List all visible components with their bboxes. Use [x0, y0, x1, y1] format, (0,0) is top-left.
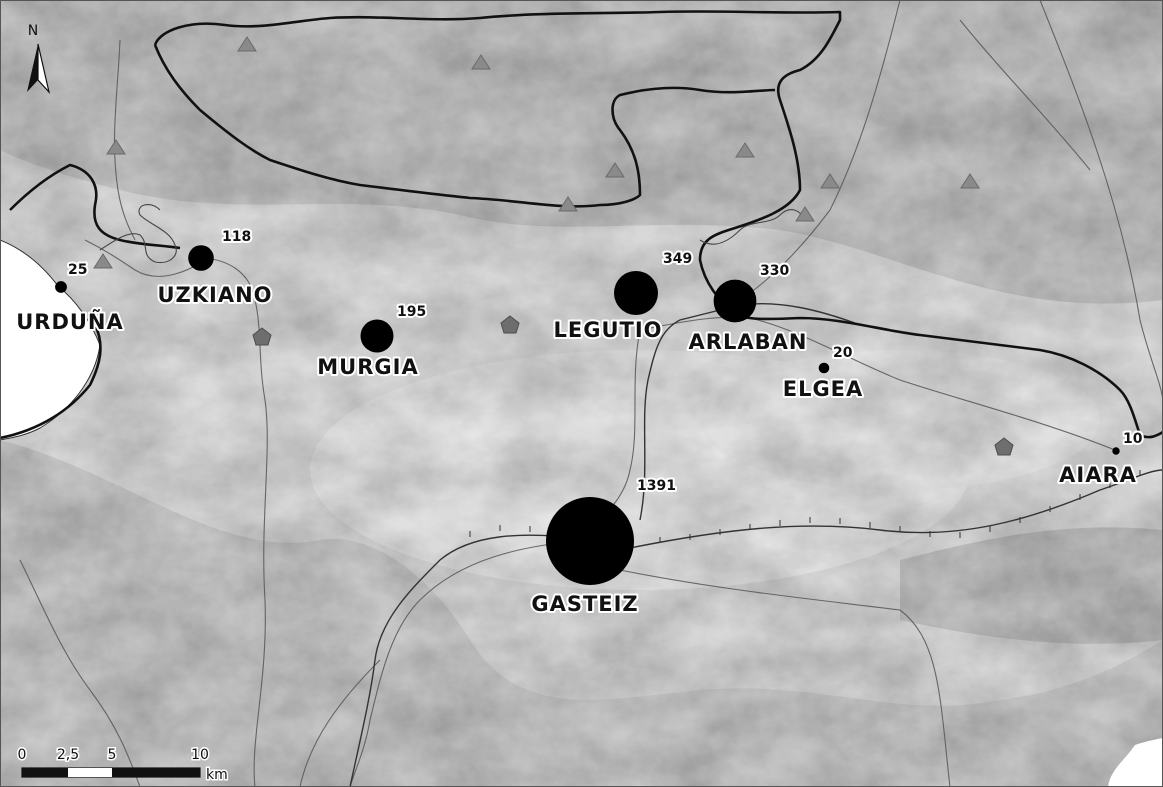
city-label-aiara: AIARA — [1059, 463, 1137, 487]
location-markers: 25URDUÑA118UZKIANO195MURGIA349LEGUTIO330… — [14, 227, 1145, 618]
pentagon-sites — [252, 315, 1014, 456]
city-label-gasteiz: GASTEIZ — [531, 592, 638, 616]
marker-gasteiz — [546, 497, 634, 585]
triangle-site-icon — [558, 196, 578, 212]
north-arrow-icon — [27, 43, 51, 95]
count-label-elgea: 20 — [833, 345, 853, 361]
city-label-legutio: LEGUTIO — [553, 318, 662, 342]
pentagon-site-icon — [252, 327, 272, 346]
triangle-site-icon — [93, 253, 113, 269]
triangle-site-icon — [237, 36, 257, 52]
triangle-site-icon — [960, 173, 980, 189]
count-label-murgia: 195 — [397, 304, 426, 320]
city-label-murgia: MURGIA — [317, 355, 418, 379]
local-boundaries — [99, 204, 806, 264]
triangle-site-icon — [735, 142, 755, 158]
triangle-site-icon — [605, 162, 625, 178]
scale-tick-2-5: 2,5 — [57, 747, 79, 763]
pentagon-site-icon — [994, 437, 1014, 456]
scale-tick-0: 0 — [18, 747, 27, 763]
count-label-arlaban: 330 — [760, 263, 789, 279]
water-area-bottom-right — [1108, 738, 1163, 787]
triangle-site-icon — [795, 206, 815, 222]
count-label-urduna: 25 — [68, 262, 87, 278]
north-label: N — [28, 23, 38, 39]
marker-uzkiano — [188, 245, 214, 271]
marker-urduna — [55, 281, 67, 293]
marker-legutio — [614, 271, 658, 315]
north-arrow: N — [27, 23, 51, 95]
triangle-site-icon — [471, 54, 491, 70]
triangle-sites — [93, 36, 980, 269]
scale-tick-5: 5 — [108, 747, 117, 763]
road-network — [19, 0, 1163, 787]
scale-tick-10: 10 — [191, 747, 209, 763]
count-label-legutio: 349 — [663, 251, 692, 267]
triangle-site-icon — [106, 139, 126, 155]
city-label-arlaban: ARLABAN — [689, 330, 808, 354]
city-label-elgea: ELGEA — [783, 377, 864, 401]
marker-elgea — [818, 362, 830, 374]
marker-aiara — [1112, 447, 1120, 455]
marker-arlaban — [713, 279, 757, 323]
city-label-uzkiano: UZKIANO — [157, 283, 272, 307]
pentagon-site-icon — [500, 315, 520, 334]
railway-lines — [349, 303, 1163, 787]
count-label-aiara: 10 — [1123, 431, 1143, 447]
count-label-uzkiano: 118 — [222, 229, 251, 245]
scale-bar: 0 2,5 5 10 km — [16, 746, 229, 785]
marker-murgia — [360, 319, 394, 353]
count-label-gasteiz: 1391 — [637, 478, 676, 494]
city-label-urduna: URDUÑA — [16, 309, 124, 334]
scale-bar-ticks: 0 2,5 5 10 — [16, 746, 210, 765]
scale-unit: km — [206, 767, 228, 783]
triangle-site-icon — [820, 173, 840, 189]
